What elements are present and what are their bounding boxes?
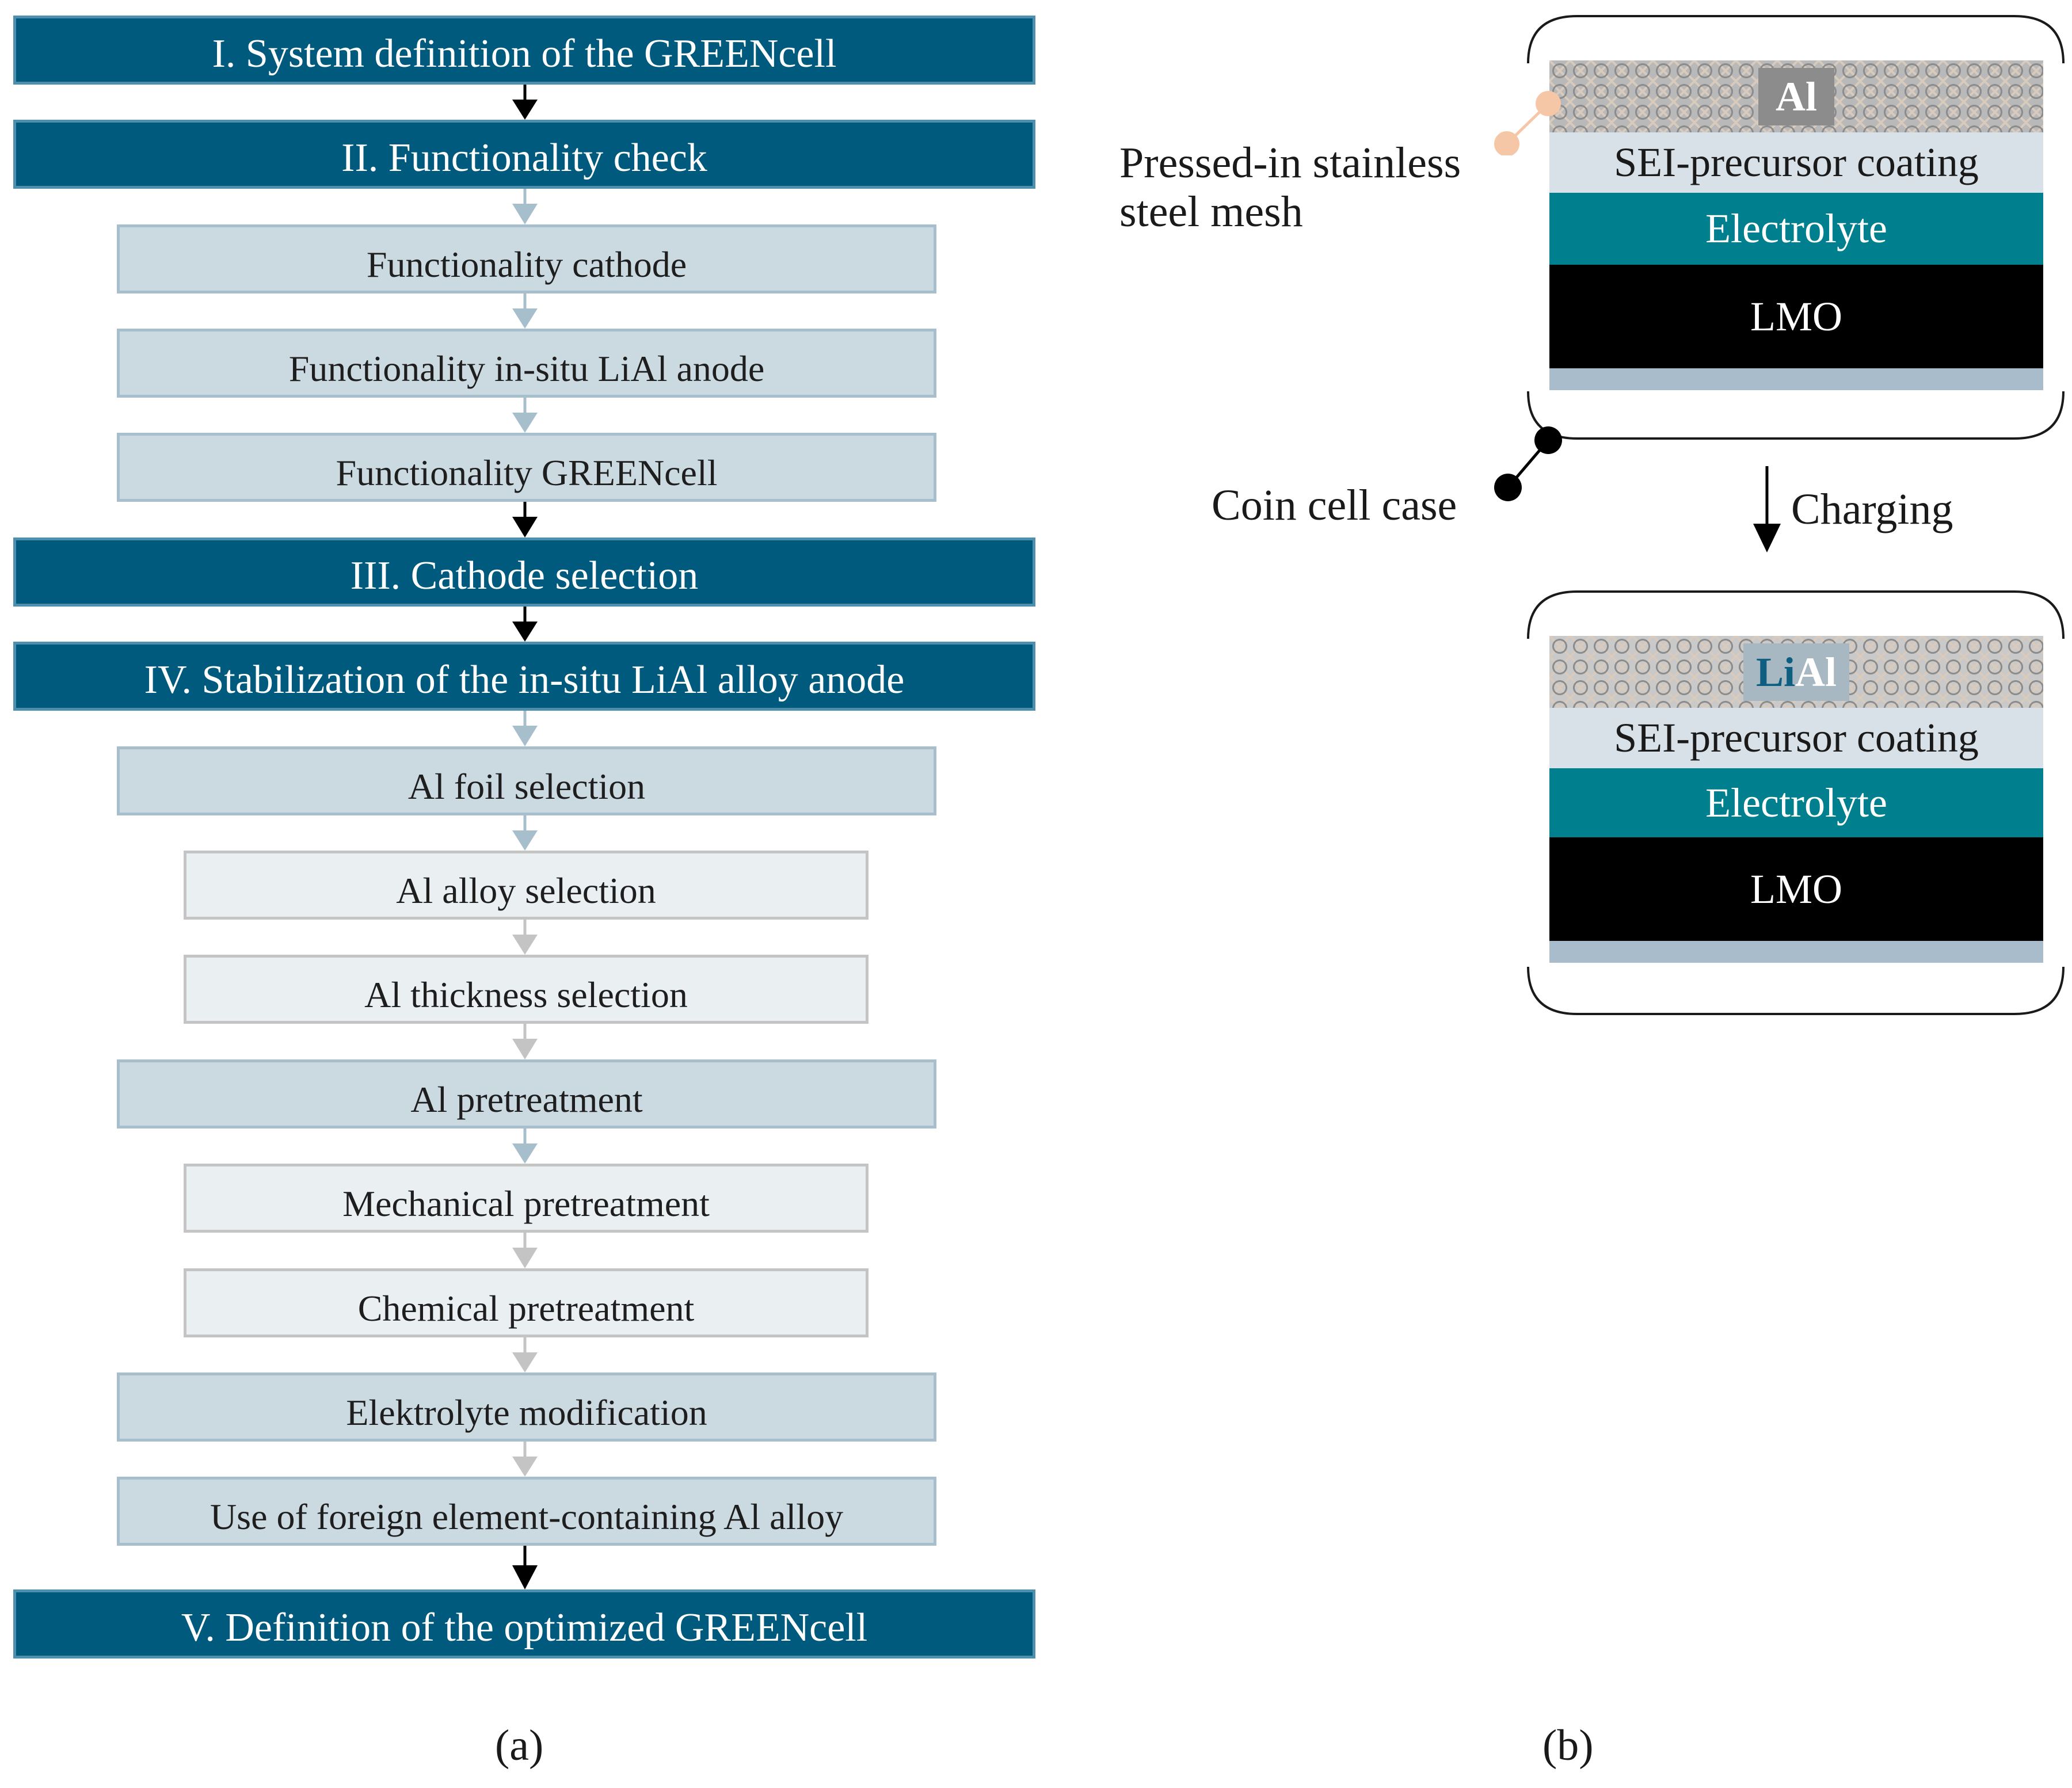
step-mechanical-pretreatment: Mechanical pretreatment [184, 1164, 869, 1233]
arrow-down-icon [509, 189, 540, 224]
arrow-down-icon [509, 502, 540, 537]
lial-label: LiAl [1743, 643, 1850, 701]
lmo-cathode-layer: LMO [1549, 837, 2043, 941]
step-cathode-selection: III. Cathode selection [13, 537, 1035, 607]
step-label: II. Functionality check [341, 136, 707, 180]
arrow-down-icon [509, 1442, 540, 1477]
coin-cell-case-top [1527, 15, 2065, 440]
step-al-pretreatment: Al pretreatment [117, 1059, 936, 1129]
arrow-down-icon [509, 815, 540, 851]
al-label: Al [1758, 67, 1834, 125]
charging-label: Charging [1791, 485, 1953, 533]
arrow-down-icon [509, 1337, 540, 1373]
stainless-mesh-al-layer: Al [1549, 60, 2043, 132]
step-label: Chemical pretreatment [357, 1288, 695, 1329]
arrow-down-icon [509, 920, 540, 955]
current-collector-layer [1549, 941, 2043, 963]
arrow-down-icon [509, 607, 540, 642]
case-callout-label: Coin cell case [1212, 481, 1457, 529]
li-label: Li [1755, 649, 1796, 695]
arrow-down-icon [509, 85, 540, 120]
lmo-label: LMO [1750, 866, 1842, 912]
step-label: IV. Stabilization of the in-situ LiAl al… [144, 658, 905, 702]
electrolyte-layer: Electrolyte [1549, 768, 2043, 837]
step-label: Use of foreign element-containing Al all… [210, 1496, 844, 1537]
step-functionality-check: II. Functionality check [13, 120, 1035, 189]
mesh-callout-line [1494, 91, 1561, 155]
electrolyte-label: Electrolyte [1705, 205, 1887, 251]
step-chemical-pretreatment: Chemical pretreatment [184, 1268, 869, 1337]
step-label: Al pretreatment [410, 1079, 643, 1120]
step-system-definition: I. System definition of the GREENcell [13, 16, 1035, 85]
case-callout-line [1494, 426, 1562, 501]
step-label: I. System definition of the GREENcell [212, 32, 837, 76]
stainless-mesh-lial-layer: LiAl [1549, 636, 2043, 708]
sei-coating-layer: SEI-precursor coating [1549, 708, 2043, 768]
step-label: Mechanical pretreatment [342, 1183, 710, 1224]
step-optimized-greencell: V. Definition of the optimized GREENcell [13, 1589, 1035, 1659]
step-label: Elektrolyte modification [346, 1392, 707, 1433]
current-collector-layer [1549, 368, 2043, 390]
arrow-down-icon [509, 293, 540, 329]
al-label: Al [1795, 649, 1837, 695]
step-label: Al alloy selection [396, 870, 656, 911]
step-functionality-greencell: Functionality GREENcell [117, 433, 936, 502]
step-label: Functionality GREENcell [336, 452, 718, 493]
step-label: Functionality cathode [366, 244, 687, 285]
step-label: III. Cathode selection [350, 554, 699, 598]
step-al-foil-selection: Al foil selection [117, 746, 936, 815]
sei-label: SEI-precursor coating [1614, 715, 1979, 761]
step-al-thickness-selection: Al thickness selection [184, 955, 869, 1024]
step-label: V. Definition of the optimized GREENcell [181, 1606, 868, 1650]
step-al-alloy-selection: Al alloy selection [184, 851, 869, 920]
arrow-down-icon [509, 1546, 540, 1589]
electrolyte-label: Electrolyte [1705, 779, 1887, 826]
sei-label: SEI-precursor coating [1614, 139, 1979, 185]
arrow-down-icon [509, 1129, 540, 1164]
step-foreign-element-alloy: Use of foreign element-containing Al all… [117, 1477, 936, 1546]
arrow-down-icon [509, 1024, 540, 1059]
sei-coating-layer: SEI-precursor coating [1549, 132, 2043, 193]
step-elektrolyte-modification: Elektrolyte modification [117, 1373, 936, 1442]
lmo-cathode-layer: LMO [1549, 265, 2043, 368]
step-functionality-anode: Functionality in-situ LiAl anode [117, 329, 936, 398]
arrow-down-icon [509, 1233, 540, 1268]
caption-a: (a) [495, 1721, 544, 1770]
step-label: Functionality in-situ LiAl anode [288, 348, 765, 389]
mesh-callout-label-2: steel mesh [1119, 188, 1303, 236]
caption-b: (b) [1542, 1721, 1594, 1770]
charging-arrow-icon [1753, 466, 1781, 552]
step-label: Al thickness selection [364, 974, 688, 1015]
step-label: Al foil selection [407, 766, 646, 807]
mesh-callout-label-1: Pressed-in stainless [1119, 139, 1461, 187]
arrow-down-icon [509, 398, 540, 433]
arrow-down-icon [509, 711, 540, 746]
lmo-label: LMO [1750, 293, 1842, 340]
coin-cell-case-bottom [1527, 590, 2065, 1015]
electrolyte-layer: Electrolyte [1549, 193, 2043, 265]
step-functionality-cathode: Functionality cathode [117, 224, 936, 293]
step-stabilization-anode: IV. Stabilization of the in-situ LiAl al… [13, 642, 1035, 711]
